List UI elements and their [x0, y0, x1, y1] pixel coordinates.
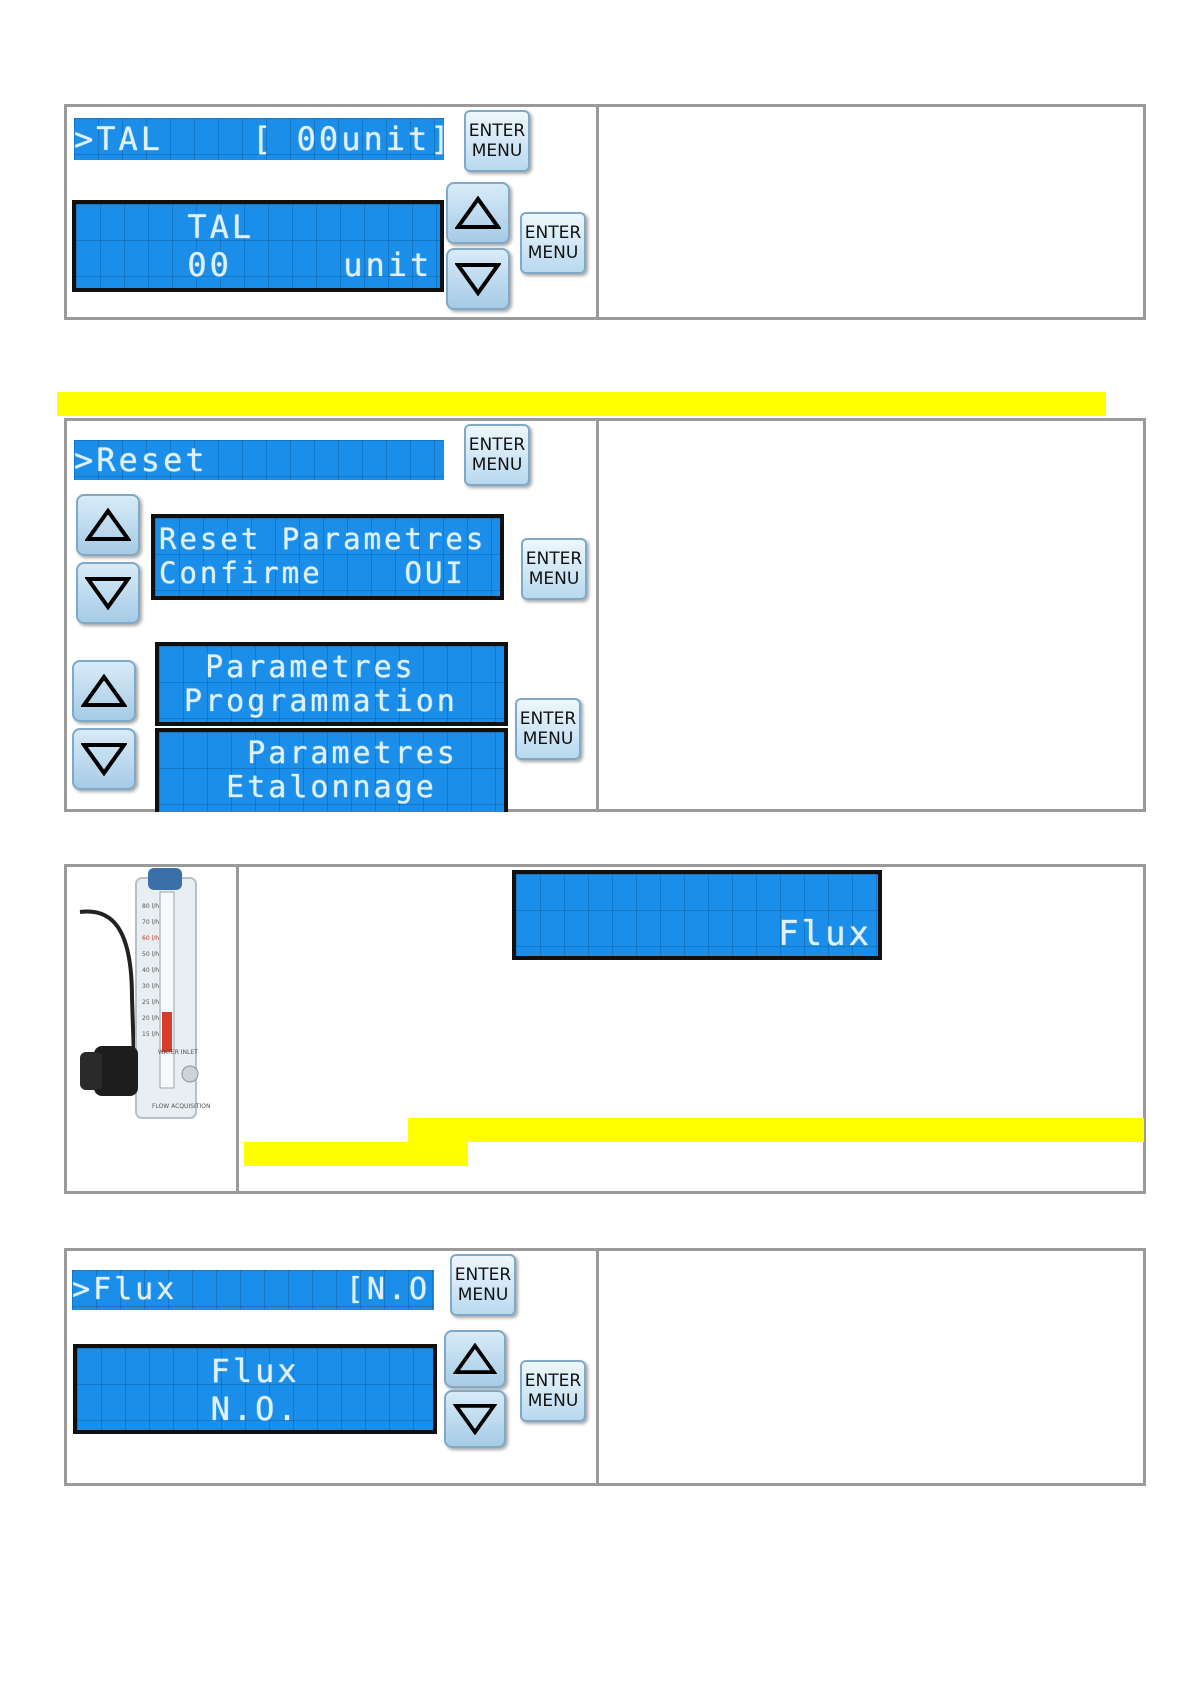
- triangle-down-icon: [453, 1403, 497, 1435]
- enter-label: ENTER: [468, 121, 526, 141]
- menu-label: MENU: [527, 243, 579, 263]
- tal-up-arrow-button[interactable]: [446, 182, 510, 244]
- param-up-arrow-button[interactable]: [72, 660, 136, 722]
- tal-header-lcd: >TAL [ 00unit]: [74, 118, 444, 160]
- scale-label: 60 l/h: [142, 935, 159, 942]
- param-etal-line2: Etalonnage: [163, 770, 437, 805]
- flowmeter-illustration: 80 l/h 70 l/h 60 l/h 50 l/h 40 l/h 30 l/…: [79, 868, 210, 1119]
- enter-label: ENTER: [468, 435, 526, 455]
- triangle-down-icon: [81, 743, 127, 776]
- tal-down-arrow-button[interactable]: [446, 248, 510, 310]
- tal-panel-divider: [596, 104, 599, 320]
- enter-label: ENTER: [519, 709, 577, 729]
- reset-confirm-lcd: Reset Parametres Confirme OUI: [151, 514, 504, 600]
- reset-enter-menu-button-top[interactable]: ENTER MENU: [464, 424, 530, 486]
- scale-label: 40 l/h: [142, 967, 159, 974]
- flowmeter-lcd-line2: Flux: [520, 914, 873, 954]
- flow-acquisition-label: FLOW ACQUISITION: [152, 1103, 210, 1110]
- yellow-highlight-line2: [244, 1142, 468, 1166]
- tal-enter-menu-button-side[interactable]: ENTER MENU: [520, 212, 586, 274]
- tal-detail-line2: 00 unit: [76, 246, 433, 284]
- flowmeter-image: 80 l/h 70 l/h 60 l/h 50 l/h 40 l/h 30 l/…: [72, 868, 232, 1124]
- reset-up-arrow-button[interactable]: [76, 494, 140, 556]
- menu-label: MENU: [457, 1285, 509, 1305]
- scale-label: 25 l/h: [142, 999, 159, 1006]
- reset-confirm-line2: Confirme OUI: [159, 556, 466, 590]
- triangle-up-icon: [85, 508, 131, 541]
- flux-up-arrow-button[interactable]: [444, 1330, 506, 1388]
- water-inlet-label: WATER INLET: [158, 1049, 198, 1056]
- flux-header-lcd: >Flux [N.O.]: [72, 1270, 434, 1310]
- triangle-up-icon: [455, 196, 501, 229]
- triangle-up-icon: [81, 674, 127, 707]
- scale-label: 80 l/h: [142, 903, 159, 910]
- menu-label: MENU: [471, 455, 523, 475]
- reset-header-lcd: >Reset: [74, 440, 444, 480]
- param-down-arrow-button[interactable]: [72, 728, 136, 790]
- flux-down-arrow-button[interactable]: [444, 1390, 506, 1448]
- flowmeter-panel-divider: [236, 864, 239, 1194]
- param-enter-menu-button[interactable]: ENTER MENU: [515, 698, 581, 760]
- reset-confirm-line1: Reset Parametres: [159, 522, 487, 556]
- tal-detail-lcd: TAL 00 unit: [72, 200, 444, 292]
- scale-label: 20 l/h: [142, 1015, 159, 1022]
- menu-label: MENU: [527, 1391, 579, 1411]
- reset-enter-menu-button-side[interactable]: ENTER MENU: [521, 538, 587, 600]
- scale-label: 15 l/h: [142, 1031, 159, 1038]
- reset-down-arrow-button[interactable]: [76, 562, 140, 624]
- scale-label: 70 l/h: [142, 919, 159, 926]
- enter-label: ENTER: [524, 1371, 582, 1391]
- flux-enter-menu-button-side[interactable]: ENTER MENU: [520, 1360, 586, 1422]
- triangle-down-icon: [85, 577, 131, 610]
- menu-label: MENU: [471, 141, 523, 161]
- param-prog-line1: Parametres: [163, 650, 416, 685]
- flowmeter-lcd: Flux: [512, 870, 882, 960]
- param-programmation-lcd: Parametres Programmation: [155, 642, 508, 726]
- enter-label: ENTER: [525, 549, 583, 569]
- tal-detail-line1: TAL: [76, 208, 255, 246]
- flux-enter-menu-button-top[interactable]: ENTER MENU: [450, 1254, 516, 1316]
- tal-enter-menu-button-top[interactable]: ENTER MENU: [464, 110, 530, 172]
- flux-detail-line2: N.O.: [77, 1390, 300, 1428]
- menu-label: MENU: [522, 729, 574, 749]
- param-etal-line1: Parametres: [163, 736, 458, 771]
- flux-detail-lcd: Flux N.O.: [73, 1344, 437, 1434]
- flux-panel-divider: [596, 1248, 599, 1486]
- flux-detail-line1: Flux: [77, 1352, 300, 1390]
- menu-label: MENU: [528, 569, 580, 589]
- reset-panel-divider: [596, 418, 599, 812]
- scale-label: 30 l/h: [142, 983, 159, 990]
- enter-label: ENTER: [524, 223, 582, 243]
- param-etalonnage-lcd: Parametres Etalonnage: [155, 728, 508, 812]
- yellow-highlight-bar: [57, 392, 1106, 416]
- triangle-down-icon: [455, 263, 501, 296]
- enter-label: ENTER: [454, 1265, 512, 1285]
- yellow-highlight-line1: [408, 1118, 1144, 1142]
- scale-label: 50 l/h: [142, 951, 159, 958]
- triangle-up-icon: [453, 1343, 497, 1375]
- param-prog-line2: Programmation: [163, 684, 458, 719]
